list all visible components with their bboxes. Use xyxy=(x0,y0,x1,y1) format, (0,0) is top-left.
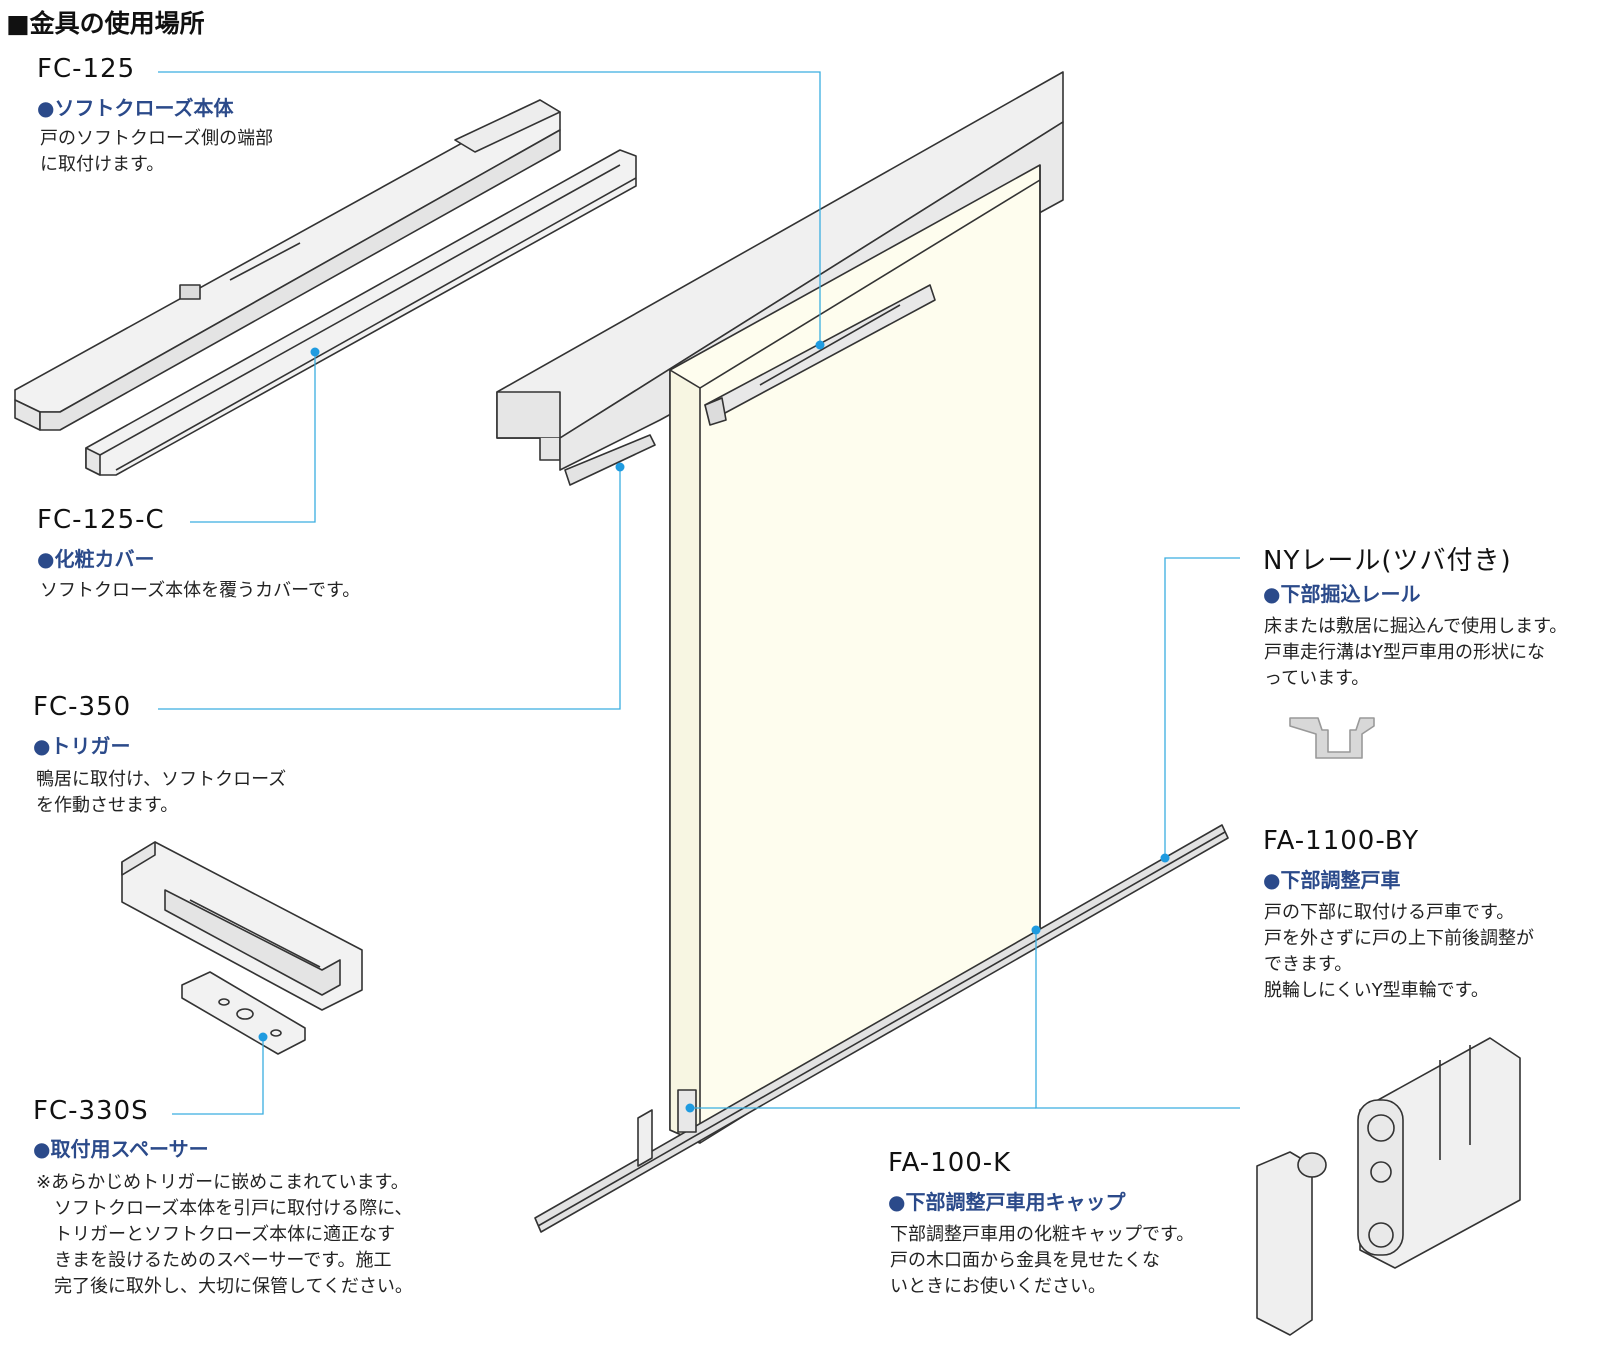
fc125c-code: FC-125-C xyxy=(37,505,165,535)
fa100k-desc-line: いときにお使いください。 xyxy=(890,1276,1106,1297)
fa100k-code: FA-100-K xyxy=(888,1148,1012,1178)
fa100k-name: ●下部調整戸車用キャップ xyxy=(888,1190,1126,1214)
nyrail-desc-line: っています。 xyxy=(1264,668,1370,689)
fc330s-illustration xyxy=(181,971,306,1055)
fa1100by-desc-line: 戸を外さずに戸の上下前後調整が xyxy=(1264,928,1534,949)
fa1100by-desc-line: できます。 xyxy=(1264,954,1353,975)
fc350-desc: 鴨居に取付け、ソフトクローズ を作動させます。 xyxy=(36,767,286,819)
fc125-desc-line: に取付けます。 xyxy=(40,154,165,175)
fc125c-name: ●化粧カバー xyxy=(37,547,155,571)
fc125c-desc: ソフトクローズ本体を覆うカバーです。 xyxy=(40,578,360,604)
fc330s-code: FC-330S xyxy=(33,1096,149,1126)
nyrail-profile xyxy=(1289,717,1375,759)
fc125-illustration xyxy=(14,99,561,431)
nyrail-name: ●下部掘込レール xyxy=(1263,582,1421,606)
fa1100by-name: ●下部調整戸車 xyxy=(1263,868,1401,892)
fc350-name: ●トリガー xyxy=(33,734,131,758)
nyrail-desc: 床または敷居に掘込んで使用します。 戸車走行溝はY型戸車用の形状にな っています… xyxy=(1264,614,1567,692)
fc125-desc: 戸のソフトクローズ側の端部 に取付けます。 xyxy=(40,126,273,178)
page-title: ■金具の使用場所 xyxy=(6,9,205,38)
fa1100by-desc: 戸の下部に取付ける戸車です。 戸を外さずに戸の上下前後調整が できます。 脱輪し… xyxy=(1264,900,1534,1004)
fc330s-desc-line: きまを設けるためのスペーサーです。施工 xyxy=(36,1250,392,1271)
fa100k-desc-line: 下部調整戸車用の化粧キャップです。 xyxy=(890,1224,1195,1245)
fc350-code: FC-350 xyxy=(33,692,132,722)
fc350-desc-line: 鴨居に取付け、ソフトクローズ xyxy=(36,769,287,790)
fa100k-desc: 下部調整戸車用の化粧キャップです。 戸の木口面から金具を見せたくな いときにお使… xyxy=(890,1222,1194,1300)
fc125-code: FC-125 xyxy=(37,54,136,84)
fa1100by-desc-line: 戸の下部に取付ける戸車です。 xyxy=(1264,902,1515,923)
fc330s-desc-line: 完了後に取外し、大切に保管してください。 xyxy=(36,1276,413,1297)
leader-dots xyxy=(258,340,1170,1113)
fc125c-illustration xyxy=(85,149,637,476)
fa100k-desc-line: 戸の木口面から金具を見せたくな xyxy=(890,1250,1160,1271)
fa1100by-illustration xyxy=(1357,1037,1521,1269)
nyrail-desc-line: 戸車走行溝はY型戸車用の形状にな xyxy=(1264,642,1545,663)
fc330s-desc-line: トリガーとソフトクローズ本体に適正なす xyxy=(36,1224,396,1245)
fa100k-illustration xyxy=(1256,1151,1327,1336)
fc125-name: ●ソフトクローズ本体 xyxy=(37,96,234,120)
fc330s-desc-line: ソフトクローズ本体を引戸に取付ける際に、 xyxy=(36,1198,413,1219)
leader-lines xyxy=(158,71,1240,1115)
fc125c-desc-line: ソフトクローズ本体を覆うカバーです。 xyxy=(40,580,361,601)
fc330s-desc-line: ※あらかじめトリガーに嵌めこまれています。 xyxy=(36,1172,409,1193)
fc125-desc-line: 戸のソフトクローズ側の端部 xyxy=(40,128,274,149)
fa1100by-desc-line: 脱輪しにくいY型車輪です。 xyxy=(1264,980,1489,1001)
fc350-desc-line: を作動させます。 xyxy=(36,795,179,816)
fc350-illustration xyxy=(121,841,363,1011)
floor-rail xyxy=(534,824,1229,1233)
fc330s-name: ●取付用スペーサー xyxy=(33,1137,209,1161)
fa1100by-code: FA-1100-BY xyxy=(1263,826,1420,856)
nyrail-code: NYレール(ツバ付き) xyxy=(1263,546,1512,576)
fc330s-desc: ※あらかじめトリガーに嵌めこまれています。 ソフトクローズ本体を引戸に取付ける際… xyxy=(36,1170,413,1300)
nyrail-desc-line: 床または敷居に掘込んで使用します。 xyxy=(1264,616,1568,637)
